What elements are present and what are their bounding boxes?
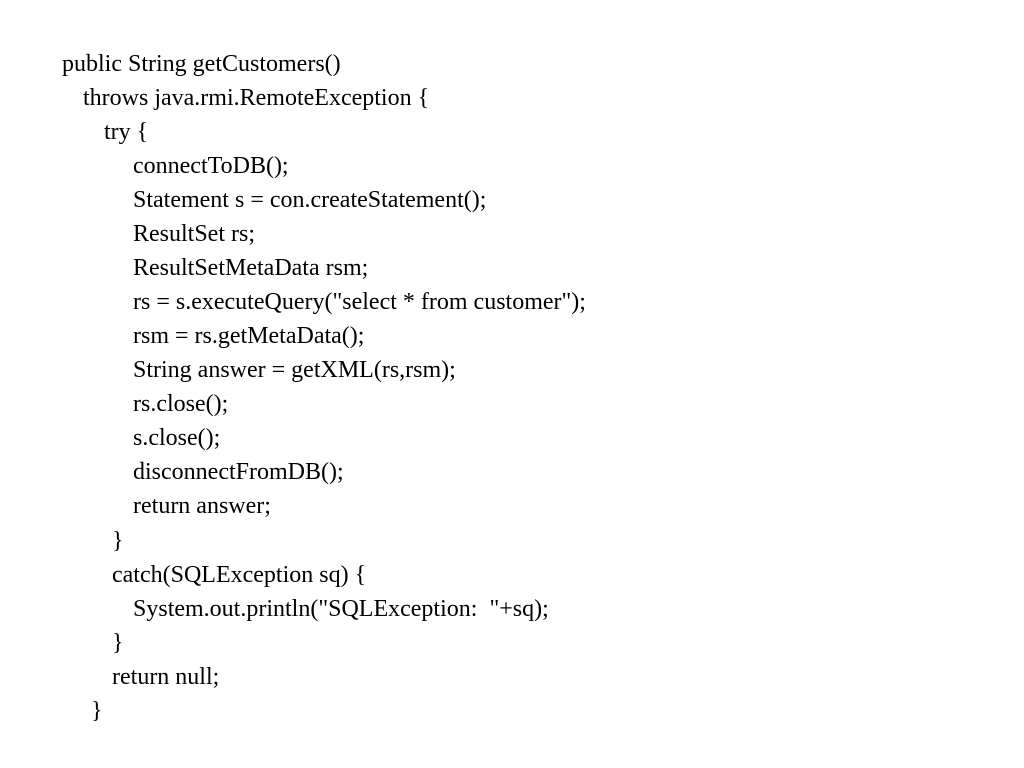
code-line: catch(SQLException sq) { bbox=[112, 562, 367, 588]
code-line: ResultSetMetaData rsm; bbox=[133, 255, 369, 281]
code-line: } bbox=[112, 630, 124, 656]
code-line: Statement s = con.createStatement(); bbox=[133, 187, 487, 213]
code-line: String answer = getXML(rs,rsm); bbox=[133, 357, 456, 383]
code-line: System.out.println("SQLException: "+sq); bbox=[133, 596, 549, 622]
code-line: } bbox=[91, 698, 103, 724]
code-line: try { bbox=[104, 119, 149, 145]
code-line: connectToDB(); bbox=[133, 153, 289, 179]
code-line: s.close(); bbox=[133, 425, 221, 451]
code-line: rs.close(); bbox=[133, 391, 229, 417]
code-line: rs = s.executeQuery("select * from custo… bbox=[133, 289, 586, 315]
code-line: ResultSet rs; bbox=[133, 221, 256, 247]
code-line: rsm = rs.getMetaData(); bbox=[133, 323, 365, 349]
code-line: return answer; bbox=[133, 493, 271, 519]
code-line: } bbox=[112, 528, 124, 554]
code-line: return null; bbox=[112, 664, 220, 690]
code-line: public String getCustomers() bbox=[62, 51, 341, 77]
code-line: throws java.rmi.RemoteException { bbox=[83, 85, 430, 111]
code-line: disconnectFromDB(); bbox=[133, 459, 344, 485]
